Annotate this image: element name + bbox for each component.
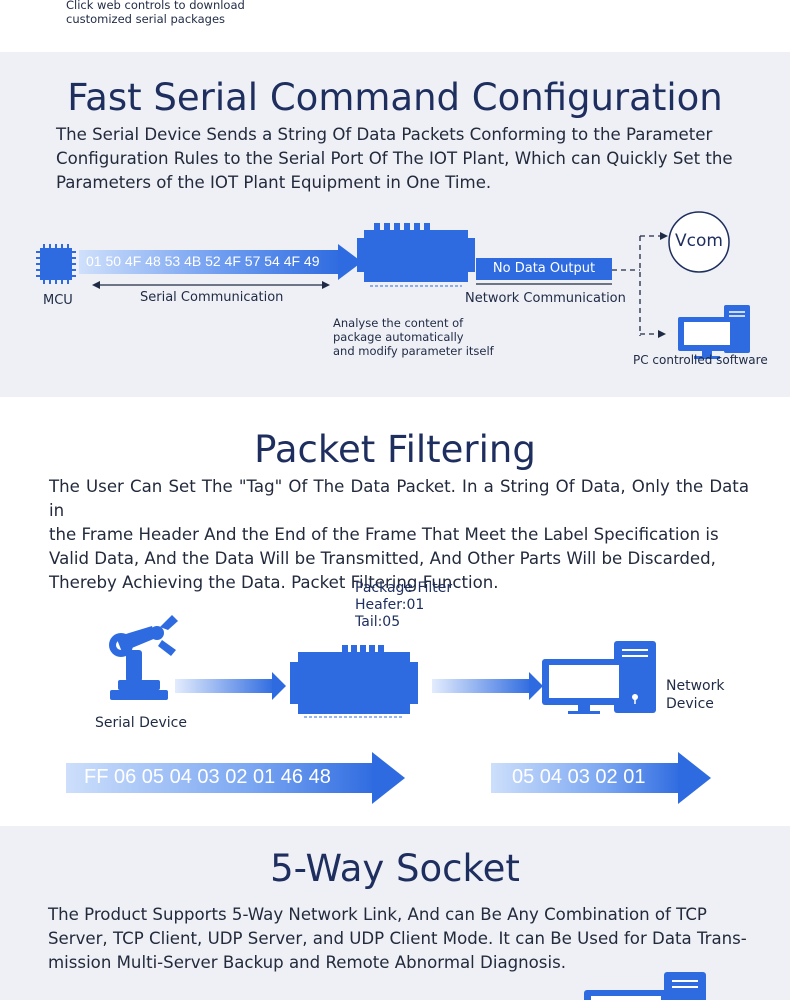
device-icon <box>357 223 475 287</box>
output-hex-arrow <box>491 752 711 804</box>
top-note-line1: Click web controls to download <box>66 0 245 12</box>
pc-label: PC controlled software <box>633 353 768 367</box>
analyse-note-line2: package automatically <box>333 330 464 344</box>
fast-serial-body-line2: Configuration Rules to the Serial Port O… <box>56 149 733 168</box>
packet-filtering-body-line1: The User Can Set The "Tag" Of The Data P… <box>49 477 749 520</box>
packet-filtering-body: The User Can Set The "Tag" Of The Data P… <box>49 475 749 595</box>
serial-hex-arrow <box>79 244 362 280</box>
analyse-note-line1: Analyse the content of <box>333 316 464 330</box>
package-filter-tail: Tail:05 <box>355 614 401 630</box>
no-data-output-bar <box>476 258 612 280</box>
analyse-note-line3: and modify parameter itself <box>333 344 494 358</box>
fast-serial-body-line3: Parameters of the IOT Plant Equipment in… <box>56 173 492 192</box>
vcom-label: Vcom <box>675 231 723 251</box>
vcom-circle <box>668 211 730 273</box>
five-way-body-line3: mission Multi-Server Backup and Remote A… <box>48 953 566 972</box>
five-way-title: 5-Way Socket <box>270 847 520 890</box>
package-filter-note: Package Filter Heafer:01 Tail:05 <box>355 580 452 631</box>
network-device-label-line1: Network <box>666 678 725 694</box>
fast-serial-title: Fast Serial Command Configuration <box>67 76 723 119</box>
mcu-label: MCU <box>43 293 73 308</box>
packet-filtering-body-line3: Valid Data, And the Data Will be Transmi… <box>49 549 716 568</box>
network-device-label: Network Device <box>666 677 724 713</box>
top-note-line2: customized serial packages <box>66 12 226 26</box>
five-way-body: The Product Supports 5-Way Network Link,… <box>48 903 748 975</box>
serial-comm-line <box>92 281 330 289</box>
arrow-icon <box>175 672 543 700</box>
package-filter-title: Package Filter <box>355 580 453 596</box>
chip-icon <box>36 244 76 284</box>
packet-filtering-title: Packet Filtering <box>254 428 536 471</box>
five-way-body-line2: Server, TCP Client, UDP Server, and UDP … <box>48 929 747 948</box>
output-hex-string: 05 04 03 02 01 <box>512 766 646 788</box>
vcom-arrowhead <box>660 232 668 240</box>
pc-icon <box>584 972 706 1000</box>
serial-comm-label: Serial Communication <box>140 290 284 305</box>
packet-filtering-body-line4: Thereby Achieving the Data. Packet Filte… <box>49 573 499 592</box>
serial-device-label: Serial Device <box>95 715 187 731</box>
serial-hex-string: 01 50 4F 48 53 4B 52 4F 57 54 4F 49 <box>86 253 320 269</box>
pc-icon <box>678 305 750 359</box>
pc-arrowhead <box>658 330 666 338</box>
network-comm-label: Network Communication <box>465 291 626 306</box>
network-pc-icon <box>542 641 656 714</box>
network-device-label-line2: Device <box>666 696 714 712</box>
input-hex-string: FF 06 05 04 03 02 01 46 48 <box>84 766 331 788</box>
five-way-body-line1: The Product Supports 5-Way Network Link,… <box>48 905 707 924</box>
fast-serial-body-line1: The Serial Device Sends a String Of Data… <box>56 125 713 144</box>
fast-serial-body: The Serial Device Sends a String Of Data… <box>56 123 756 195</box>
robot-arm-icon <box>109 615 178 700</box>
filter-device-icon <box>290 645 418 718</box>
five-way-section <box>0 826 790 1000</box>
analyse-note: Analyse the content of package automatic… <box>333 316 494 358</box>
top-note: Click web controls to download customize… <box>66 0 245 26</box>
packet-filtering-body-line2: the Frame Header And the End of the Fram… <box>49 525 719 544</box>
input-hex-arrow <box>66 752 405 804</box>
package-filter-header: Heafer:01 <box>355 597 425 613</box>
no-data-output-label: No Data Output <box>492 261 596 276</box>
